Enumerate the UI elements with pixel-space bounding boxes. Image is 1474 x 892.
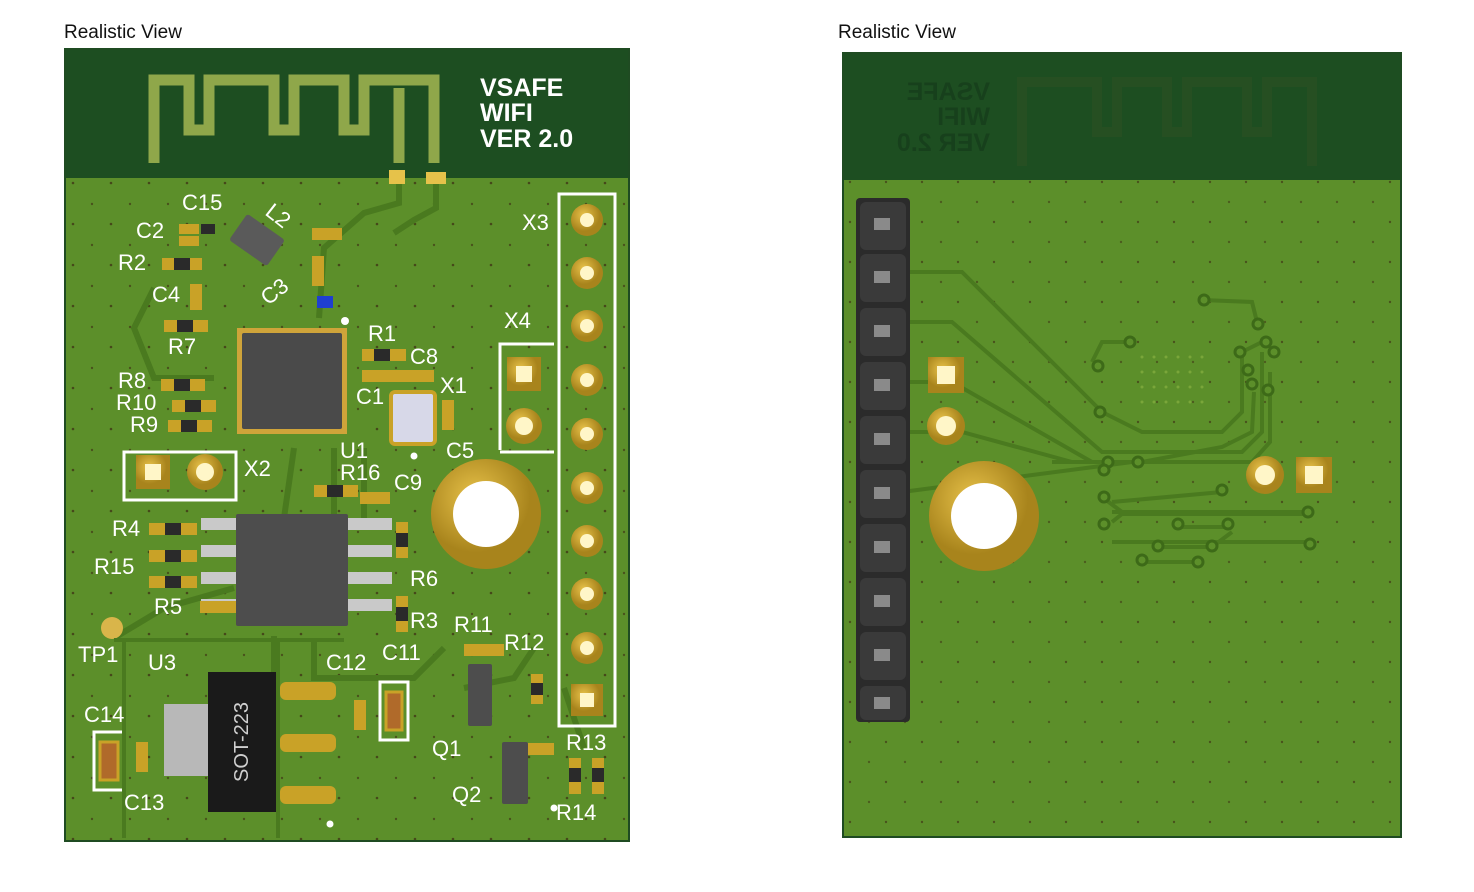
smd-parts xyxy=(136,224,604,794)
designator-r7: R7 xyxy=(168,334,196,359)
designator-u3: U3 xyxy=(148,650,176,675)
testpoint-tp1 xyxy=(101,617,123,639)
designator-c9: C9 xyxy=(394,470,422,495)
designator-r2: R2 xyxy=(118,250,146,275)
designator-c11: C11 xyxy=(382,640,421,665)
mounting-hole-bottom xyxy=(929,461,1039,571)
designator-c12: C12 xyxy=(326,650,366,675)
designator-c15: C15 xyxy=(182,190,222,215)
brand-line-2: WIFI xyxy=(480,99,533,127)
designator-r16: R16 xyxy=(340,460,380,485)
antenna-trace xyxy=(148,74,440,163)
designator-tp1: TP1 xyxy=(78,642,118,667)
brand-line-3-mirrored: VER 2.0 xyxy=(897,129,990,157)
designator-r5: R5 xyxy=(154,594,182,619)
designator-r11: R11 xyxy=(454,612,493,637)
designator-r12: R12 xyxy=(504,630,544,655)
designator-c8: C8 xyxy=(410,344,438,369)
brand-line-1: VSAFE xyxy=(480,74,563,102)
pcb-bottom-view: VSAFE WIFI VER 2.0 xyxy=(842,52,1402,838)
header-x2-outline xyxy=(122,450,238,502)
designator-c1: C1 xyxy=(356,384,384,409)
vias-bottom xyxy=(1091,293,1317,569)
designator-x4: X4 xyxy=(504,308,531,333)
designator-q1: Q1 xyxy=(432,736,461,761)
designator-x2: X2 xyxy=(244,456,271,481)
designator-c13: C13 xyxy=(124,790,164,815)
chip-u1 xyxy=(237,328,347,434)
designator-r4: R4 xyxy=(112,516,140,541)
designator-c5: C5 xyxy=(446,438,474,463)
designator-q2: Q2 xyxy=(452,782,481,807)
designator-u1: U1 xyxy=(340,438,368,463)
pin-header-bottom xyxy=(856,198,910,722)
designator-x1: X1 xyxy=(440,373,467,398)
capacitor-c11 xyxy=(384,690,404,732)
transistor-q2 xyxy=(502,742,528,804)
capacitor-c14 xyxy=(98,740,120,782)
designator-c4: C4 xyxy=(152,282,180,307)
designator-r14: R14 xyxy=(556,800,596,825)
package-label: SOT-223 xyxy=(231,702,253,782)
brand-line-1-mirrored: VSAFE xyxy=(907,78,990,106)
traces-top xyxy=(112,184,587,749)
mounting-hole-top xyxy=(431,459,541,569)
header-x4-outline xyxy=(498,342,554,454)
regulator-u3: SOT-223 xyxy=(164,672,336,812)
designator-r3: R3 xyxy=(410,608,438,633)
designator-r8: R8 xyxy=(118,368,146,393)
crystal-x1 xyxy=(389,390,437,446)
brand-line-2-mirrored: WIFI xyxy=(937,103,990,131)
designator-r10: R10 xyxy=(116,390,156,415)
designator-r13: R13 xyxy=(566,730,606,755)
designator-c2: C2 xyxy=(136,218,164,243)
header-x3-outline xyxy=(557,192,617,728)
designator-r6: R6 xyxy=(410,566,438,591)
designator-x3: X3 xyxy=(522,210,549,235)
designator-r15: R15 xyxy=(94,554,134,579)
view-label-bottom: Realistic View xyxy=(838,22,956,43)
designator-c14: C14 xyxy=(84,702,124,727)
brand-line-3: VER 2.0 xyxy=(480,125,573,153)
inductor-l2 xyxy=(230,214,284,266)
designator-r9: R9 xyxy=(130,412,158,437)
view-label-top: Realistic View xyxy=(64,22,182,43)
antenna-trace-bottom xyxy=(1017,77,1317,166)
designator-r1: R1 xyxy=(368,321,396,346)
pcb-top-view: VSAFE WIFI VER 2.0 xyxy=(64,48,630,842)
transistor-q1 xyxy=(468,664,492,726)
header-x3-pins xyxy=(571,204,603,716)
